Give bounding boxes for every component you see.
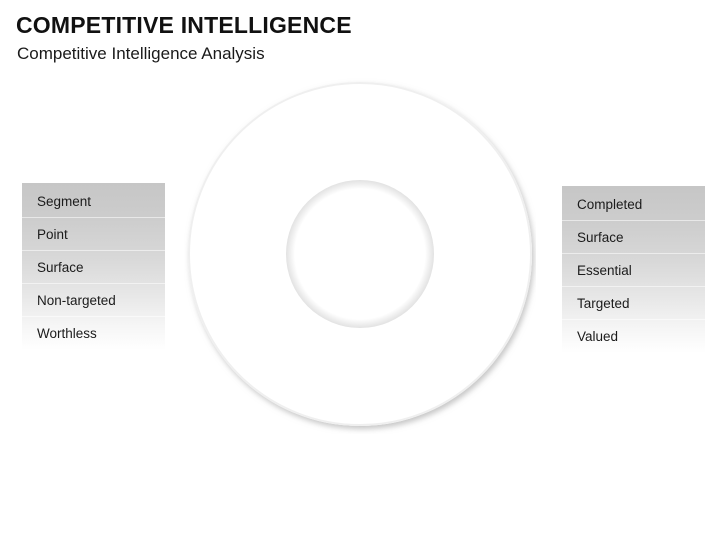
list-item-label: Surface [577, 230, 624, 245]
intelligence-cycle-diagram [184, 74, 536, 434]
intelligence-panel-header: Intelligence [553, 158, 705, 186]
cycle-svg [188, 82, 532, 426]
panel-fold-corner [13, 183, 20, 190]
information-panel: Information Segment Point Surface Non-ta… [13, 155, 165, 350]
list-item-label: Completed [577, 197, 643, 212]
diagram-inner-hole [286, 180, 434, 328]
list-item[interactable]: Point [22, 218, 165, 251]
list-item[interactable]: Valued [562, 320, 705, 353]
list-item[interactable]: Surface [562, 221, 705, 254]
information-panel-title: Information [49, 161, 129, 177]
page-title: COMPETITIVE INTELLIGENCE [16, 12, 352, 38]
list-item[interactable]: Targeted [562, 287, 705, 320]
list-item[interactable]: Surface [22, 251, 165, 284]
list-item-label: Non-targeted [37, 293, 116, 308]
intelligence-panel: Intelligence Completed Surface Essential… [553, 158, 705, 353]
list-item-label: Worthless [37, 326, 97, 341]
page-subtitle: Competitive Intelligence Analysis [17, 44, 265, 63]
information-panel-header: Information [13, 155, 165, 183]
list-item[interactable]: Essential [562, 254, 705, 287]
panel-fold-corner [553, 186, 560, 193]
intelligence-panel-body: Completed Surface Essential Targeted Val… [562, 186, 705, 353]
list-item-label: Point [37, 227, 68, 242]
diagram-outer-rim [188, 82, 532, 426]
list-item-label: Surface [37, 260, 84, 275]
list-item[interactable]: Non-targeted [22, 284, 165, 317]
list-item-label: Targeted [577, 296, 630, 311]
list-item-label: Valued [577, 329, 619, 344]
list-item[interactable]: Worthless [22, 317, 165, 350]
list-item-label: Segment [37, 194, 92, 209]
list-item[interactable]: Completed [562, 188, 705, 221]
list-item-label: Essential [577, 263, 632, 278]
list-item[interactable]: Segment [22, 185, 165, 218]
bottom-accent-bar [0, 531, 720, 538]
intelligence-panel-title: Intelligence [589, 164, 669, 180]
information-panel-body: Segment Point Surface Non-targeted Worth… [22, 183, 165, 350]
